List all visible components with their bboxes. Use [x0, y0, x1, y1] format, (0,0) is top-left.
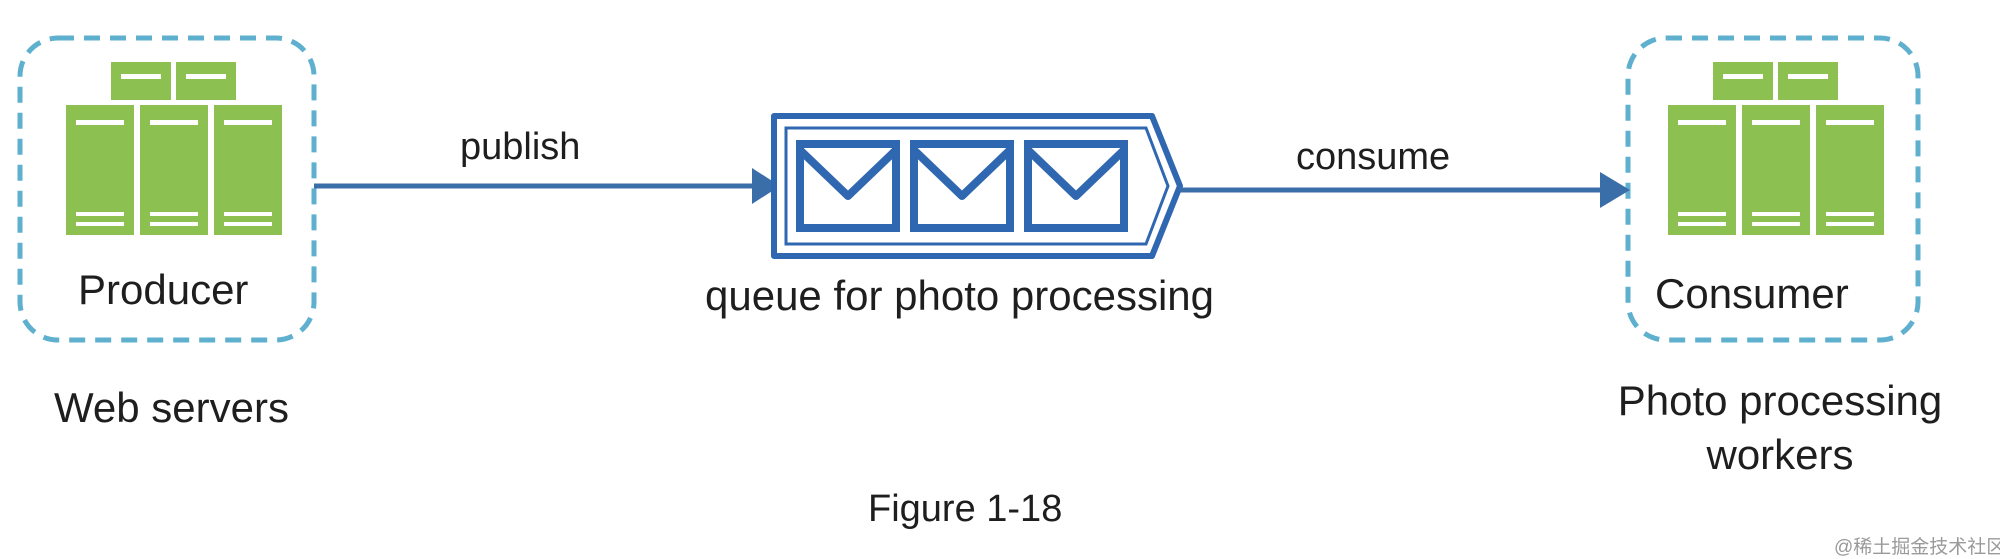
consume-arrowhead: [1600, 172, 1630, 208]
figure-caption: Figure 1-18: [868, 488, 1063, 530]
envelope-icon-2: [910, 140, 1014, 232]
publish-label: publish: [460, 126, 581, 168]
envelope-icon-1: [796, 140, 900, 232]
consumer-group-label: Photo processing workers: [1590, 374, 1970, 482]
consume-label: consume: [1296, 136, 1451, 178]
consumer-label: Consumer: [1655, 270, 1849, 317]
producer-box: [17, 35, 317, 343]
producer-server-icon: [66, 62, 282, 235]
consumer-group-label-line2: workers: [1706, 431, 1854, 478]
queue-label: queue for photo processing: [705, 272, 1215, 319]
producer-label: Producer: [78, 266, 249, 313]
consumer-server-icon: [1668, 62, 1884, 235]
watermark: @稀土掘金技术社区: [1834, 537, 2000, 558]
consumer-group-label-line1: Photo processing: [1617, 377, 1943, 424]
queue-icon: [771, 113, 1183, 259]
publish-arrowhead: [752, 168, 780, 204]
envelope-icon-3: [1024, 140, 1128, 232]
producer-group-label: Web servers: [54, 384, 289, 431]
